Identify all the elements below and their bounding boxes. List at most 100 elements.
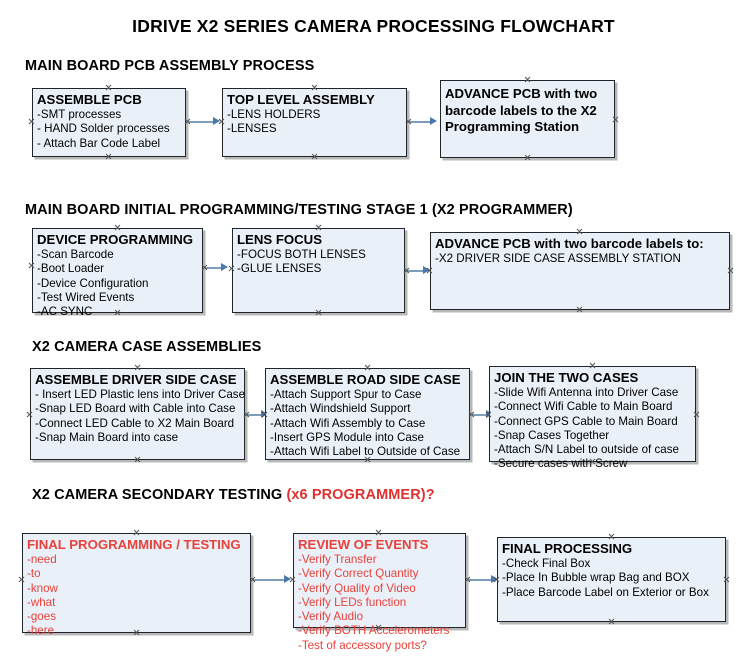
- box-device-programming[interactable]: DEVICE PROGRAMMING -Scan Barcode -Boot L…: [32, 228, 203, 318]
- box-review-of-events[interactable]: REVIEW OF EVENTS -Verify Transfer -Verif…: [293, 533, 466, 652]
- box-title: LENS FOCUS: [237, 232, 322, 247]
- section-header-text: X2 CAMERA SECONDARY TESTING: [32, 487, 287, 503]
- box-assemble-pcb[interactable]: ASSEMBLE PCB -SMT processes - HAND Solde…: [32, 88, 186, 157]
- section-header-text: MAIN BOARD INITIAL PROGRAMMING/TESTING S…: [25, 202, 573, 218]
- box-line: -know: [27, 581, 58, 595]
- section-header-text: MAIN BOARD PCB ASSEMBLY PROCESS: [25, 58, 315, 74]
- box-line: -AC SYNC: [37, 305, 93, 319]
- box-line: -Verify Transfer: [298, 553, 377, 566]
- box-line: -Slide Wifi Antenna into Driver Case: [494, 386, 679, 399]
- box-line: -GLUE LENSES: [237, 262, 322, 276]
- box-line: -Insert GPS Module into Case: [270, 430, 425, 444]
- box-final-processing[interactable]: FINAL PROCESSING -Check Final Box -Place…: [497, 537, 726, 622]
- box-line: -Attach Support Spur to Case: [270, 388, 422, 401]
- box-line: -LENS HOLDERS: [227, 108, 321, 121]
- box-line: -Snap LED Board with Cable into Case: [35, 402, 236, 416]
- box-title: ADVANCE PCB with two barcode labels to:: [435, 236, 704, 251]
- box-line: -Verify BOTH Accelerometers: [298, 624, 450, 638]
- box-line: -here: [27, 624, 55, 638]
- box-line: -Connect GPS Cable to Main Board: [494, 414, 678, 428]
- box-lines: -Slide Wifi Antenna into Driver Case -Co…: [494, 386, 693, 472]
- box-join-the-two-cases[interactable]: JOIN THE TWO CASES -Slide Wifi Antenna i…: [489, 366, 696, 470]
- connector-arrow-icon: [213, 117, 220, 125]
- box-line: -Place In Bubble wrap Bag and BOX: [502, 571, 690, 585]
- box-line: -X2 DRIVER SIDE CASE ASSEMBLY STATION: [435, 252, 681, 265]
- box-line: -Attach Windshield Support: [270, 402, 411, 416]
- box-assemble-driver-side-case[interactable]: ASSEMBLE DRIVER SIDE CASE - Insert LED P…: [30, 368, 245, 460]
- connector-device-programming-to-lens-focus: [205, 267, 223, 269]
- box-title: ASSEMBLE DRIVER SIDE CASE: [35, 372, 237, 387]
- section-header-main-board-initial-programming: MAIN BOARD INITIAL PROGRAMMING/TESTING S…: [25, 202, 573, 218]
- box-lines: -Check Final Box -Place In Bubble wrap B…: [502, 557, 723, 600]
- box-line: -Verify Correct Quantity: [298, 567, 419, 581]
- connector-top-level-to-advance-pcb: [409, 121, 432, 123]
- connector-final-programming-to-review-of-events: [253, 579, 286, 581]
- box-advance-pcb-to-x2-programming-station[interactable]: ADVANCE PCB with two barcode labels to t…: [440, 80, 615, 158]
- connector-review-of-events-to-final-processing: [468, 579, 493, 581]
- box-line: -goes: [27, 610, 57, 624]
- box-title: DEVICE PROGRAMMING: [37, 232, 194, 247]
- section-header-x2-camera-secondary-testing: X2 CAMERA SECONDARY TESTING (x6 PROGRAMM…: [32, 487, 435, 503]
- connector-arrow-icon: [423, 266, 430, 274]
- box-line: -Attach Wifi Label to Outside of Case: [270, 445, 461, 459]
- box-title: TOP LEVEL ASSEMBLY: [227, 92, 375, 107]
- box-line: -Device Configuration: [37, 276, 149, 290]
- box-lens-focus[interactable]: LENS FOCUS -FOCUS BOTH LENSES -GLUE LENS…: [232, 228, 405, 313]
- box-line: - Insert LED Plastic lens into Driver Ca…: [35, 388, 246, 401]
- box-line: -Test Wired Events: [37, 290, 135, 304]
- connector-assemble-pcb-to-top-level: [188, 121, 215, 123]
- connector-driver-case-to-road-case: [247, 414, 263, 416]
- box-lines: -FOCUS BOTH LENSES -GLUE LENSES: [237, 248, 402, 277]
- box-lines: -X2 DRIVER SIDE CASE ASSEMBLY STATION: [435, 252, 727, 266]
- connector-arrow-icon: [221, 263, 228, 271]
- box-line: -Verify LEDs function: [298, 595, 407, 609]
- connector-road-case-to-join-cases: [472, 414, 488, 416]
- box-lines: -need -to -know -what -goes -here: [27, 553, 248, 639]
- box-line: -Secure cases with Screw: [494, 457, 628, 471]
- connector-arrow-icon: [284, 575, 291, 583]
- connector-arrow-icon: [491, 575, 498, 583]
- box-lines: - Insert LED Plastic lens into Driver Ca…: [35, 388, 246, 445]
- box-line: -to: [27, 567, 41, 581]
- box-line: -Connect Wifi Cable to Main Board: [494, 400, 673, 414]
- section-header-main-board-pcb-assembly-process: MAIN BOARD PCB ASSEMBLY PROCESS: [25, 58, 314, 74]
- box-top-level-assembly[interactable]: TOP LEVEL ASSEMBLY -LENS HOLDERS -LENSES: [222, 88, 407, 157]
- box-line: -Verify Quality of Video: [298, 581, 416, 595]
- box-line: -Verify Audio: [298, 610, 364, 624]
- section-header-x2-camera-case-assemblies: X2 CAMERA CASE ASSEMBLIES: [32, 339, 261, 355]
- box-title: ADVANCE PCB with two barcode labels to t…: [445, 86, 598, 134]
- box-title: ASSEMBLE ROAD SIDE CASE: [270, 372, 461, 387]
- box-line: -Snap Main Board into case: [35, 430, 179, 444]
- box-line: -Check Final Box: [502, 557, 591, 570]
- box-line: -Attach S/N Label to outside of case: [494, 443, 679, 457]
- box-line: - HAND Solder processes: [37, 122, 170, 136]
- box-final-programming-testing[interactable]: FINAL PROGRAMMING / TESTING -need -to -k…: [22, 533, 251, 637]
- section-header-accent: (x6 PROGRAMMER)?: [286, 487, 435, 503]
- box-line: -FOCUS BOTH LENSES: [237, 248, 366, 261]
- box-line: -Connect LED Cable to X2 Main Board: [35, 416, 235, 430]
- box-lines: -LENS HOLDERS -LENSES: [227, 108, 404, 137]
- box-title: REVIEW OF EVENTS: [298, 537, 429, 552]
- box-line: -need: [27, 553, 57, 566]
- box-line: -Scan Barcode: [37, 248, 114, 261]
- box-title: JOIN THE TWO CASES: [494, 370, 639, 385]
- box-line: - Attach Bar Code Label: [37, 136, 161, 150]
- box-lines: -SMT processes - HAND Solder processes -…: [37, 108, 183, 151]
- connector-arrow-icon: [261, 410, 268, 418]
- box-lines: -Attach Support Spur to Case -Attach Win…: [270, 388, 467, 459]
- box-line: -Boot Loader: [37, 262, 105, 276]
- section-header-text: X2 CAMERA CASE ASSEMBLIES: [32, 339, 262, 355]
- box-title: FINAL PROGRAMMING / TESTING: [27, 537, 241, 552]
- box-lines: -Scan Barcode -Boot Loader -Device Confi…: [37, 248, 200, 319]
- box-title: FINAL PROCESSING: [502, 541, 633, 556]
- page-title: IDRIVE X2 SERIES CAMERA PROCESSING FLOWC…: [132, 16, 615, 36]
- box-line: -LENSES: [227, 122, 277, 136]
- box-line: -Attach Wifi Assembly to Case: [270, 416, 426, 430]
- box-line: -Snap Cases Together: [494, 428, 610, 442]
- connector-arrow-icon: [430, 117, 437, 125]
- box-assemble-road-side-case[interactable]: ASSEMBLE ROAD SIDE CASE -Attach Support …: [265, 368, 470, 460]
- box-advance-pcb-to-driver-case-station[interactable]: ADVANCE PCB with two barcode labels to: …: [430, 232, 730, 310]
- box-line-overflow: -Test of accessory ports?: [298, 638, 427, 652]
- box-line: -Place Barcode Label on Exterior or Box: [502, 585, 709, 599]
